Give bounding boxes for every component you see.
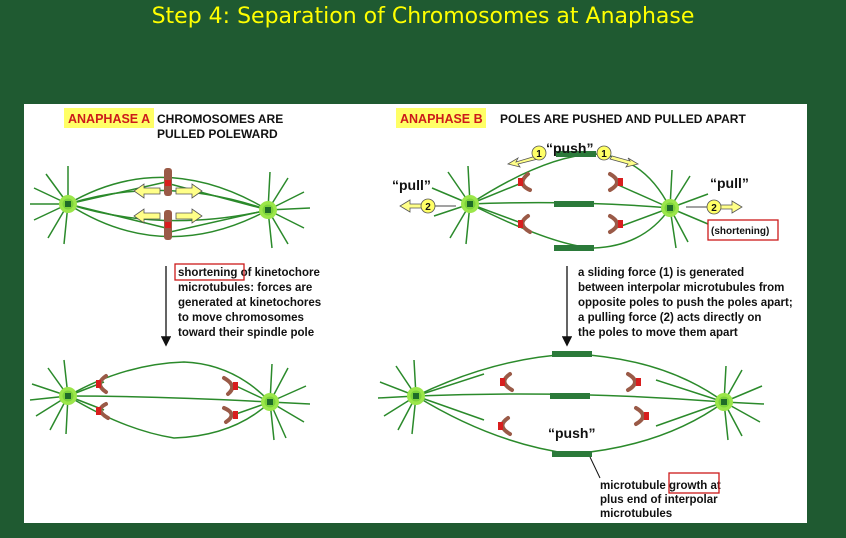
spindle-pole-a2-left bbox=[59, 387, 77, 405]
kinetochores-b1 bbox=[518, 178, 623, 228]
anaphase-b-header: ANAPHASE B POLES ARE PUSHED AND PULLED A… bbox=[396, 108, 746, 128]
anaphase-a-header: ANAPHASE A CHROMOSOMES ARE PULLED POLEWA… bbox=[64, 108, 283, 141]
poleward-arrows-a1 bbox=[133, 183, 203, 224]
pull-label-left: “pull” bbox=[392, 177, 431, 193]
kinetochores-a2 bbox=[96, 380, 238, 419]
kinetochores-b2 bbox=[498, 378, 649, 430]
pull-arrow-left: 2 bbox=[399, 198, 456, 214]
anaphase-a-caption-line3: generated at kinetochores bbox=[178, 297, 321, 309]
push-arrows bbox=[506, 155, 640, 168]
anaphase-a-label: ANAPHASE A bbox=[68, 112, 150, 126]
anaphase-a-caption-line4: to move chromosomes bbox=[178, 312, 304, 324]
anaphase-a-heading-line1: CHROMOSOMES ARE bbox=[157, 112, 283, 126]
slide-title: Step 4: Separation of Chromosomes at Ana… bbox=[151, 4, 695, 29]
chromosome-pair-a1-bottom bbox=[164, 210, 172, 240]
growth-caption: microtubule growth at plus end of interp… bbox=[600, 472, 721, 520]
growth-caption-line1: microtubule growth at bbox=[600, 480, 721, 492]
anaphase-a-top-spindle bbox=[30, 166, 311, 249]
spindle-pole-b1-left bbox=[461, 195, 479, 213]
pull-arrow-right: 2 bbox=[686, 199, 743, 215]
spindle-pole-a1-right bbox=[259, 201, 277, 219]
push-marker-right: 1 bbox=[596, 145, 612, 161]
anaphase-b-label: ANAPHASE B bbox=[400, 112, 483, 126]
anaphase-b-caption-line1: a sliding force (1) is generated bbox=[578, 267, 744, 279]
pull-number-left: 2 bbox=[425, 202, 431, 213]
anaphase-b-top-spindle: 1 1 “push” 2 2 “pull” “pull” (shortening… bbox=[392, 140, 779, 251]
aster-lines-a2-left bbox=[29, 359, 69, 435]
anaphase-a-caption-line2: microtubules: forces are bbox=[178, 282, 312, 294]
spindle-pole-b2-right bbox=[715, 393, 733, 411]
anaphase-b-heading: POLES ARE PUSHED AND PULLED APART bbox=[500, 112, 746, 126]
spindle-pole-a1-left bbox=[59, 195, 77, 213]
aster-lines-a1-left bbox=[30, 166, 69, 245]
growth-caption-line2: plus end of interpolar bbox=[600, 494, 718, 506]
anaphase-a-caption: shortening of kinetochore microtubules: … bbox=[174, 263, 321, 339]
shortening-highlight-box bbox=[174, 263, 245, 281]
aster-lines-b2-right bbox=[723, 365, 765, 441]
anaphase-a-heading-line2: PULLED POLEWARD bbox=[157, 127, 278, 141]
overlap-zones-b1 bbox=[554, 151, 596, 251]
anaphase-b-caption: a sliding force (1) is generated between… bbox=[578, 267, 793, 339]
shortening-note-text: (shortening) bbox=[711, 226, 769, 237]
growth-pointer-line bbox=[589, 456, 601, 479]
anaphase-b-caption-line5: the poles to move them apart bbox=[578, 327, 738, 339]
pull-number-right: 2 bbox=[711, 203, 717, 214]
push-label-bottom: “push” bbox=[548, 425, 595, 441]
anaphase-a-caption-line5: toward their spindle pole bbox=[178, 327, 314, 339]
aster-lines-a1-right bbox=[267, 171, 311, 249]
shortening-note: (shortening) bbox=[707, 219, 779, 241]
diagram-panel: ANAPHASE A CHROMOSOMES ARE PULLED POLEWA… bbox=[24, 104, 807, 523]
mitosis-diagram: ANAPHASE A CHROMOSOMES ARE PULLED POLEWA… bbox=[29, 108, 793, 520]
anaphase-a-label-bg bbox=[64, 108, 154, 128]
growth-caption-line3: microtubules bbox=[600, 508, 672, 520]
push-label-top: “push” bbox=[546, 140, 593, 156]
anaphase-b-bottom-spindle: “push” bbox=[377, 351, 765, 479]
spindle-pole-b1-right bbox=[661, 199, 679, 217]
push-marker-left: 1 bbox=[531, 145, 547, 161]
aster-lines-b1-right bbox=[669, 169, 709, 249]
push-number-right: 1 bbox=[601, 149, 607, 160]
spindle-pole-b2-left bbox=[407, 387, 425, 405]
anaphase-b-label-bg bbox=[396, 108, 486, 128]
overlap-zones-b2 bbox=[550, 351, 592, 457]
spindle-pole-a2-right bbox=[261, 393, 279, 411]
pull-label-right: “pull” bbox=[710, 175, 749, 191]
chromosome-pair-a1-top bbox=[164, 168, 172, 196]
anaphase-a-caption-line1: shortening of kinetochore bbox=[178, 267, 320, 279]
anaphase-b-caption-line4: a pulling force (2) acts directly on bbox=[578, 312, 761, 324]
anaphase-b-caption-line2: between interpolar microtubules from bbox=[578, 282, 784, 294]
anaphase-a-bottom-spindle bbox=[29, 359, 311, 441]
aster-lines-b1-left bbox=[431, 165, 471, 245]
growth-highlight-box bbox=[668, 472, 720, 494]
aster-lines-b2-left bbox=[377, 359, 417, 435]
anaphase-b-caption-line3: opposite poles to push the poles apart; bbox=[578, 297, 793, 309]
aster-lines-a2-right bbox=[269, 363, 311, 441]
push-number-left: 1 bbox=[536, 149, 542, 160]
